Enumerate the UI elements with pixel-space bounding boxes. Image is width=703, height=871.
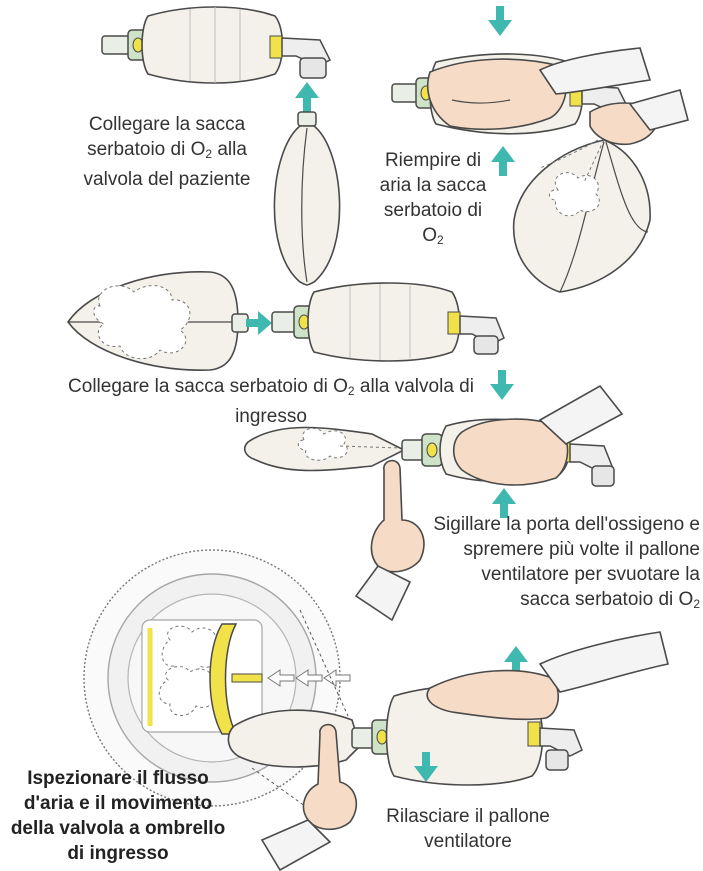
arrow-up-icon	[295, 82, 319, 112]
caption-step4: Sigillare la porta dell'ossigeno e sprem…	[428, 512, 700, 617]
caption-step4-text: Sigillare la porta dell'ossigeno e sprem…	[433, 514, 700, 610]
arrow-down-icon	[490, 370, 514, 400]
bag-step1	[102, 7, 330, 83]
finger-sealing-port	[356, 461, 424, 620]
caption-step6: Ispezionare il flusso d'aria e il movime…	[0, 766, 236, 866]
subscript: 2	[437, 233, 444, 247]
arrow-down-icon	[488, 6, 512, 36]
subscript: 2	[693, 597, 700, 611]
caption-step2-text: Riempire di aria la sacca serbatoio di O	[380, 150, 487, 246]
caption-step3: Collegare la sacca serbatoio di O2 alla …	[66, 374, 476, 429]
reservoir-bag-partial	[228, 710, 360, 767]
reservoir-bag-inflated	[68, 272, 248, 370]
caption-step3-text: Collegare la sacca serbatoio di O	[68, 376, 348, 397]
arrow-right-icon	[246, 311, 272, 335]
bag-step3	[272, 283, 504, 361]
arrow-up-icon	[491, 146, 515, 176]
caption-step5-text: Rilasciare il pallone ventilatore	[386, 806, 550, 852]
hand-releasing	[427, 632, 668, 719]
caption-step2: Riempire di aria la sacca serbatoio di O…	[378, 148, 488, 253]
reservoir-bag-inflating	[514, 140, 650, 292]
reservoir-bag-crumpled	[245, 428, 404, 471]
caption-step1: Collegare la sacca serbatoio di O2 alla …	[58, 112, 276, 192]
subscript: 2	[348, 384, 355, 398]
caption-step5: Rilasciare il pallone ventilatore	[380, 804, 556, 854]
reservoir-bag-deflated	[274, 112, 339, 285]
caption-step6-text: Ispezionare il flusso d'aria e il movime…	[11, 768, 225, 864]
